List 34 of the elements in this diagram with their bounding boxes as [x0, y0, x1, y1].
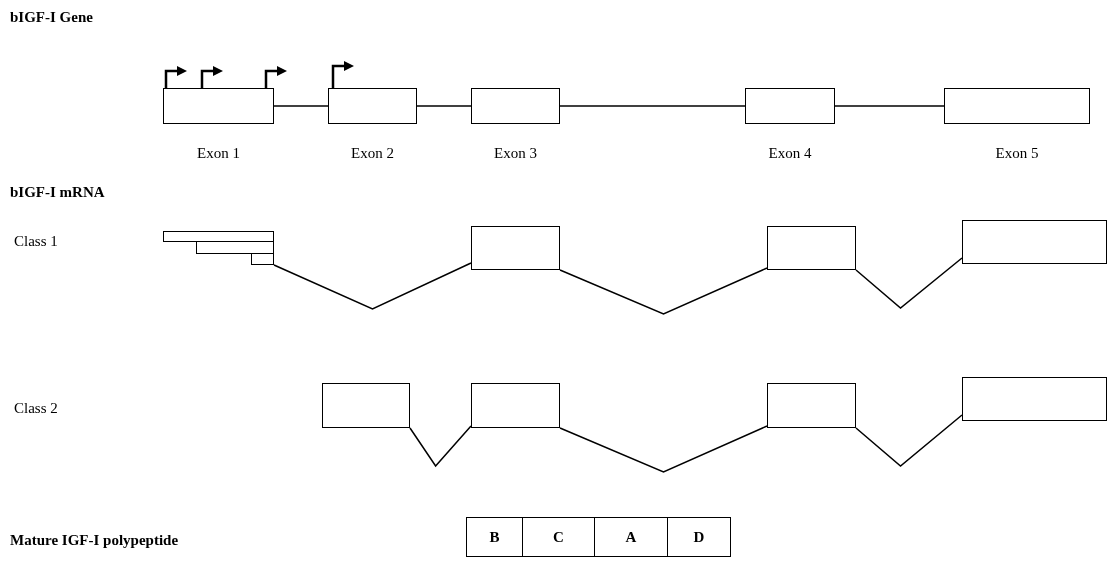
exon-box	[322, 383, 410, 428]
section-heading: Mature IGF-I polypeptide	[10, 531, 179, 549]
exon-label: Exon 4	[767, 144, 813, 162]
splice-line	[273, 262, 472, 310]
splice-line	[855, 257, 963, 309]
section-heading: bIGF-I Gene	[10, 8, 93, 26]
exon-box	[962, 220, 1107, 264]
peptide-domain-box: A	[594, 517, 668, 557]
exon-box	[471, 226, 560, 270]
peptide-domain-box: D	[667, 517, 731, 557]
section-heading: bIGF-I mRNA	[10, 183, 105, 201]
row-label: Class 2	[14, 399, 58, 417]
exon-box	[196, 241, 274, 254]
intron-line	[273, 105, 329, 107]
splice-line	[559, 425, 768, 473]
exon-box	[767, 226, 856, 270]
intron-line	[559, 105, 746, 107]
exon-box	[251, 253, 274, 265]
exon-label: Exon 3	[493, 144, 538, 162]
intron-line	[834, 105, 945, 107]
splice-line	[855, 414, 963, 467]
exon-label: Exon 5	[994, 144, 1040, 162]
peptide-domain-box: C	[522, 517, 595, 557]
row-label: Class 1	[14, 232, 58, 250]
exon-box	[471, 383, 560, 428]
exon-label: Exon 2	[350, 144, 395, 162]
exon-box	[163, 231, 274, 242]
exon-box	[962, 377, 1107, 421]
splice-line	[409, 425, 472, 468]
exon-box	[767, 383, 856, 428]
peptide-domain-box: B	[466, 517, 523, 557]
exon-label: Exon 1	[196, 144, 241, 162]
splice-line	[559, 267, 768, 315]
intron-line	[416, 105, 472, 107]
